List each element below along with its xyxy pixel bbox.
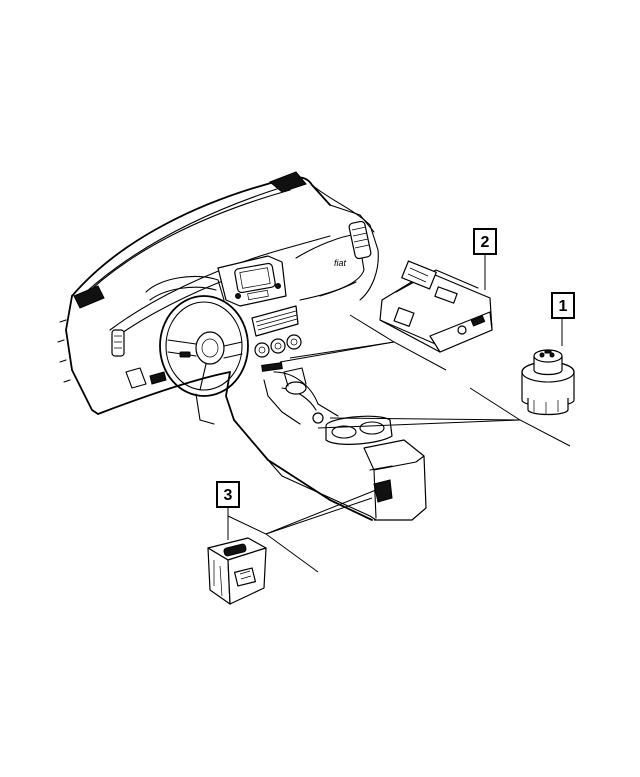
part-2-usb-hub xyxy=(379,260,493,353)
leader-lines xyxy=(227,254,571,573)
infotainment-screen xyxy=(234,262,276,294)
switch-bank xyxy=(261,362,283,372)
console-button xyxy=(312,412,324,424)
badge-text: fiat xyxy=(334,258,347,268)
callout-1-label: 1 xyxy=(559,298,568,315)
rear-usb-port xyxy=(373,479,393,503)
gear-shifter xyxy=(285,381,307,395)
left-defroster-vent xyxy=(73,285,105,309)
right-defroster-vent xyxy=(269,171,307,193)
callout-2: 2 xyxy=(473,228,497,255)
callout-1-box xyxy=(551,292,575,319)
callout-2-box xyxy=(473,228,497,255)
callout-3: 3 xyxy=(216,481,240,508)
part-1-round-usb-aux xyxy=(521,349,575,416)
callout-1: 1 xyxy=(551,292,575,319)
armrest xyxy=(363,439,427,521)
left-air-vent xyxy=(111,329,125,357)
callout-3-label: 3 xyxy=(224,487,233,504)
callout-2-label: 2 xyxy=(481,234,490,251)
climate-knob-right xyxy=(286,334,302,350)
cup-holders xyxy=(325,415,393,445)
part-3-square-usb xyxy=(207,537,267,605)
climate-knob-center xyxy=(270,338,286,354)
steering-wheel xyxy=(159,295,249,397)
right-air-vent xyxy=(348,220,372,260)
callout-3-box xyxy=(216,481,240,508)
dashboard-illustration: fiat xyxy=(57,171,427,521)
climate-knob-left xyxy=(254,342,270,358)
